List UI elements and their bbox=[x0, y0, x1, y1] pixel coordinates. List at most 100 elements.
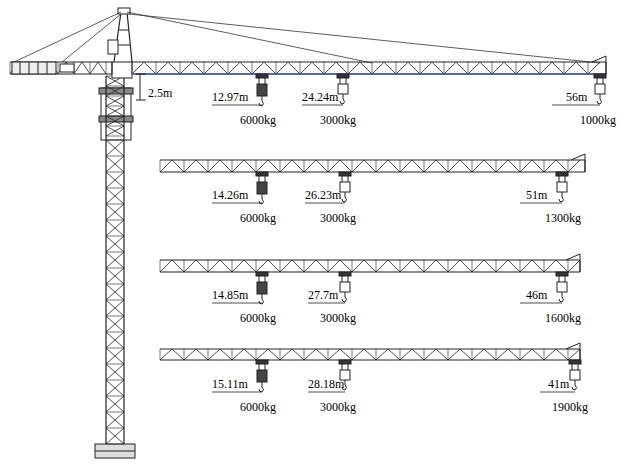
hook-shank bbox=[345, 292, 346, 297]
vertical bbox=[184, 260, 185, 272]
dimension-label: 14.85m bbox=[212, 288, 248, 302]
bottom-chord bbox=[160, 360, 580, 361]
dimension-line bbox=[212, 203, 262, 204]
mast-rung bbox=[106, 252, 124, 253]
hook-shank bbox=[562, 192, 563, 197]
platform bbox=[99, 88, 133, 94]
vertical bbox=[304, 349, 305, 360]
vertical bbox=[544, 349, 545, 360]
vertical bbox=[520, 260, 521, 272]
load-label: 6000kg bbox=[240, 400, 276, 414]
ballast-joint bbox=[38, 62, 39, 74]
mast-rung bbox=[106, 428, 124, 429]
rope bbox=[348, 176, 349, 182]
vertical bbox=[568, 349, 569, 360]
top-chord bbox=[160, 260, 580, 261]
vertical bbox=[160, 260, 161, 272]
pulley-block bbox=[338, 84, 348, 94]
dimension-label: 14.26m bbox=[212, 188, 248, 202]
vertical bbox=[352, 260, 353, 272]
hoist-winch bbox=[60, 64, 74, 72]
vertical bbox=[204, 62, 205, 74]
vertical bbox=[568, 160, 569, 172]
load-label: 3000kg bbox=[320, 211, 356, 225]
vertical bbox=[256, 349, 257, 360]
vertical bbox=[180, 62, 181, 74]
vertical bbox=[376, 349, 377, 360]
tie-rope bbox=[62, 14, 121, 62]
vertical bbox=[400, 260, 401, 272]
vertical bbox=[496, 260, 497, 272]
vertical bbox=[372, 62, 373, 74]
pulley-block bbox=[340, 182, 350, 192]
vertical bbox=[184, 349, 185, 360]
vertical bbox=[424, 160, 425, 172]
vertical bbox=[280, 160, 281, 172]
mast-rung bbox=[106, 106, 124, 107]
trolley bbox=[569, 360, 581, 364]
trolley bbox=[256, 172, 268, 176]
trolley bbox=[256, 360, 268, 364]
vertical bbox=[516, 62, 517, 74]
hook-shank bbox=[262, 294, 263, 299]
foundation bbox=[95, 444, 135, 458]
hook-block bbox=[339, 272, 351, 302]
top-chord bbox=[160, 349, 580, 350]
vertical bbox=[492, 62, 493, 74]
rope bbox=[342, 276, 343, 282]
vertical bbox=[424, 349, 425, 360]
lacing bbox=[160, 160, 580, 172]
trolley bbox=[256, 74, 268, 78]
vertical bbox=[420, 62, 421, 74]
mast-rung bbox=[106, 364, 124, 365]
mast-rung bbox=[106, 86, 124, 87]
tie-rope bbox=[127, 12, 372, 63]
vertical bbox=[352, 160, 353, 172]
dimension-label: 26.23m bbox=[305, 188, 341, 202]
vertical bbox=[376, 160, 377, 172]
pulley-block bbox=[557, 282, 567, 292]
vertical bbox=[232, 160, 233, 172]
vertical bbox=[400, 349, 401, 360]
vertical bbox=[568, 260, 569, 272]
pulley-block bbox=[340, 282, 350, 292]
bottom-chord bbox=[160, 272, 580, 273]
pulley-block bbox=[257, 182, 267, 194]
vertical bbox=[448, 260, 449, 272]
vertical bbox=[132, 62, 133, 74]
load-label: 3000kg bbox=[320, 400, 356, 414]
mast-rung bbox=[106, 316, 124, 317]
mast-rung bbox=[106, 220, 124, 221]
rope bbox=[265, 176, 266, 182]
dimension-line bbox=[540, 392, 575, 393]
lacing bbox=[160, 349, 580, 360]
jib-tip bbox=[606, 56, 607, 74]
dimension-line bbox=[520, 303, 562, 304]
vertical bbox=[208, 260, 209, 272]
jib-tip bbox=[571, 154, 585, 160]
load-label: 6000kg bbox=[240, 311, 276, 325]
mast-rung bbox=[106, 348, 124, 349]
mast-lacing bbox=[106, 140, 124, 444]
dimension-line bbox=[552, 105, 600, 106]
vertical bbox=[208, 160, 209, 172]
rope bbox=[342, 176, 343, 182]
mast-rung bbox=[106, 116, 124, 117]
vertical bbox=[280, 260, 281, 272]
rope bbox=[578, 364, 579, 370]
vertical bbox=[472, 260, 473, 272]
dimension-tick bbox=[136, 74, 146, 75]
jib-tip bbox=[566, 254, 580, 260]
hook-block bbox=[556, 172, 568, 202]
rope bbox=[259, 276, 260, 282]
vertical bbox=[540, 62, 541, 74]
rope bbox=[259, 364, 260, 370]
mast-rung bbox=[106, 188, 124, 189]
dimension-line bbox=[212, 392, 262, 393]
lacing bbox=[160, 260, 580, 272]
vertical bbox=[520, 160, 521, 172]
tie-rope bbox=[14, 12, 121, 62]
head-top bbox=[118, 8, 130, 14]
lacing bbox=[10, 62, 106, 74]
